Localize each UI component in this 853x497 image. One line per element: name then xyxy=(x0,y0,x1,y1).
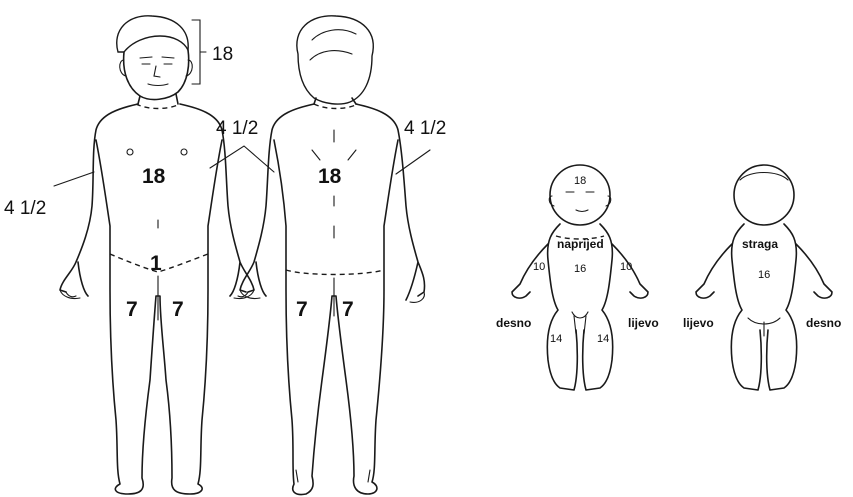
infant-front-right-leg-value: 14 xyxy=(550,333,562,345)
infant-back-trunk-value: 16 xyxy=(758,269,770,281)
adult-front-left-arm-value: 4 1/2 xyxy=(216,118,258,139)
infant-front-left-leg-value: 14 xyxy=(597,333,609,345)
infant-front-view-label: naprijed xyxy=(557,237,604,251)
adult-front-right-leg-value: 7 xyxy=(126,298,138,321)
infant-back-side-right-label: desno xyxy=(806,316,841,330)
adult-front-right-arm-value: 4 1/2 xyxy=(4,198,46,219)
adult-back-trunk-value: 18 xyxy=(318,165,342,188)
adult-front-figure xyxy=(54,16,274,494)
adult-front-trunk-value: 18 xyxy=(142,165,166,188)
adult-back-left-leg-value: 7 xyxy=(296,298,308,321)
infant-front-trunk-value: 16 xyxy=(574,263,586,275)
infant-back-view-label: straga xyxy=(742,237,778,251)
adult-back-right-leg-value: 7 xyxy=(342,298,354,321)
adult-back-figure xyxy=(240,16,430,495)
adult-back-arm-value: 4 1/2 xyxy=(404,118,446,139)
infant-front-figure xyxy=(512,165,648,390)
adult-front-left-leg-value: 7 xyxy=(172,298,184,321)
infant-front-left-arm-value: 10 xyxy=(620,261,632,273)
adult-front-genital-value: 1 xyxy=(150,252,162,275)
infant-front-side-left-label: lijevo xyxy=(628,316,659,330)
infant-front-right-arm-value: 10 xyxy=(533,261,545,273)
infant-front-head-value: 18 xyxy=(574,175,586,187)
adult-front-head-value: 18 xyxy=(212,44,233,65)
infant-back-side-left-label: lijevo xyxy=(683,316,714,330)
infant-front-side-right-label: desno xyxy=(496,316,531,330)
